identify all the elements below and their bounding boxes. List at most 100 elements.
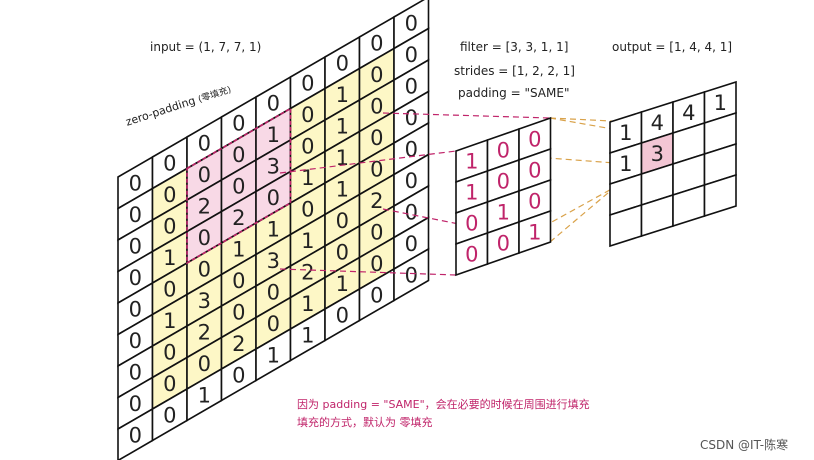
input-value: 2	[232, 332, 245, 356]
input-value: 3	[267, 154, 280, 178]
input-value: 0	[370, 126, 383, 150]
input-value: 1	[336, 272, 349, 296]
input-value: 2	[198, 320, 211, 344]
input-value: 0	[336, 303, 349, 327]
input-value: 2	[370, 189, 383, 213]
input-value: 0	[198, 352, 211, 376]
input-value: 1	[301, 292, 314, 316]
input-value: 0	[163, 403, 176, 427]
output-value: 4	[651, 111, 664, 135]
input-value: 0	[129, 423, 142, 447]
filter-cell	[518, 209, 552, 255]
input-grid: 0000000000000101000020301000102011000001…	[117, 0, 430, 460]
input-value: 0	[301, 197, 314, 221]
input-value: 0	[370, 31, 383, 55]
input-value: 0	[129, 203, 142, 227]
input-value: 0	[163, 340, 176, 364]
input-value: 0	[370, 157, 383, 181]
input-value: 0	[163, 214, 176, 238]
output-value: 1	[619, 152, 632, 176]
filter-value: 1	[528, 221, 541, 245]
input-value: 2	[301, 260, 314, 284]
filter-value: 0	[465, 212, 478, 236]
input-value: 0	[405, 232, 418, 256]
input-value: 1	[301, 323, 314, 347]
input-value: 1	[336, 114, 349, 138]
input-value: 0	[129, 234, 142, 258]
watermark: CSDN @IT-陈寒	[700, 438, 789, 452]
input-value: 0	[405, 106, 418, 130]
input-value: 0	[129, 360, 142, 384]
input-value: 0	[232, 363, 245, 387]
padding-note-line1: 因为 padding = "SAME"，会在必要的时候在周围进行填充	[297, 398, 590, 411]
input-value: 0	[232, 111, 245, 135]
input-shape-label: input = (1, 7, 7, 1)	[150, 40, 262, 54]
input-value: 0	[405, 137, 418, 161]
connector-line	[382, 112, 551, 119]
input-value: 1	[336, 146, 349, 170]
input-value: 0	[405, 169, 418, 193]
input-value: 0	[129, 329, 142, 353]
input-value: 0	[129, 392, 142, 416]
input-value: 1	[301, 229, 314, 253]
connector-line	[549, 117, 642, 135]
input-value: 0	[301, 134, 314, 158]
output-value: 1	[714, 91, 727, 115]
input-value: 0	[267, 280, 280, 304]
input-value: 0	[370, 252, 383, 276]
input-value: 0	[405, 11, 418, 35]
output-value: 1	[619, 121, 632, 145]
input-value: 0	[370, 220, 383, 244]
filter-value: 0	[497, 139, 510, 163]
padding-label: padding = "SAME"	[458, 86, 570, 100]
filter-value: 0	[465, 243, 478, 267]
input-value: 0	[267, 186, 280, 210]
input-value: 2	[232, 206, 245, 230]
input-value: 0	[336, 51, 349, 75]
input-value: 1	[267, 217, 280, 241]
filter-value: 0	[528, 128, 541, 152]
input-window-outline	[186, 107, 292, 265]
input-value: 0	[232, 143, 245, 167]
input-value: 0	[405, 74, 418, 98]
input-cell	[393, 247, 430, 302]
input-value: 0	[336, 240, 349, 264]
input-value: 0	[370, 63, 383, 87]
padding-note-line2: 填充的方式，默认为 零填充	[297, 416, 433, 429]
input-value: 0	[267, 312, 280, 336]
input-value: 0	[405, 200, 418, 224]
filter-value: 0	[497, 232, 510, 256]
input-value: 0	[163, 277, 176, 301]
input-value: 0	[198, 131, 211, 155]
output-shape-label: output = [1, 4, 4, 1]	[612, 40, 733, 54]
input-value: 1	[198, 383, 211, 407]
strides-label: strides = [1, 2, 2, 1]	[454, 64, 575, 78]
input-value: 1	[163, 309, 176, 333]
input-value: 0	[129, 266, 142, 290]
input-value: 0	[232, 174, 245, 198]
input-value: 0	[129, 297, 142, 321]
filter-value: 0	[528, 159, 541, 183]
input-value: 0	[163, 183, 176, 207]
filter-value: 1	[465, 150, 478, 174]
input-value: 0	[267, 91, 280, 115]
input-value: 1	[336, 177, 349, 201]
input-value: 3	[198, 289, 211, 313]
output-cell	[703, 173, 737, 218]
input-value: 1	[336, 83, 349, 107]
input-value: 3	[267, 249, 280, 273]
input-value: 0	[163, 151, 176, 175]
output-value: 3	[651, 142, 664, 166]
filter-value: 0	[528, 190, 541, 214]
input-value: 1	[267, 123, 280, 147]
input-value: 0	[301, 103, 314, 127]
input-value: 1	[301, 166, 314, 190]
input-value: 1	[267, 343, 280, 367]
input-value: 0	[370, 94, 383, 118]
input-value: 0	[232, 300, 245, 324]
input-value: 0	[198, 257, 211, 281]
input-value: 0	[198, 163, 211, 187]
